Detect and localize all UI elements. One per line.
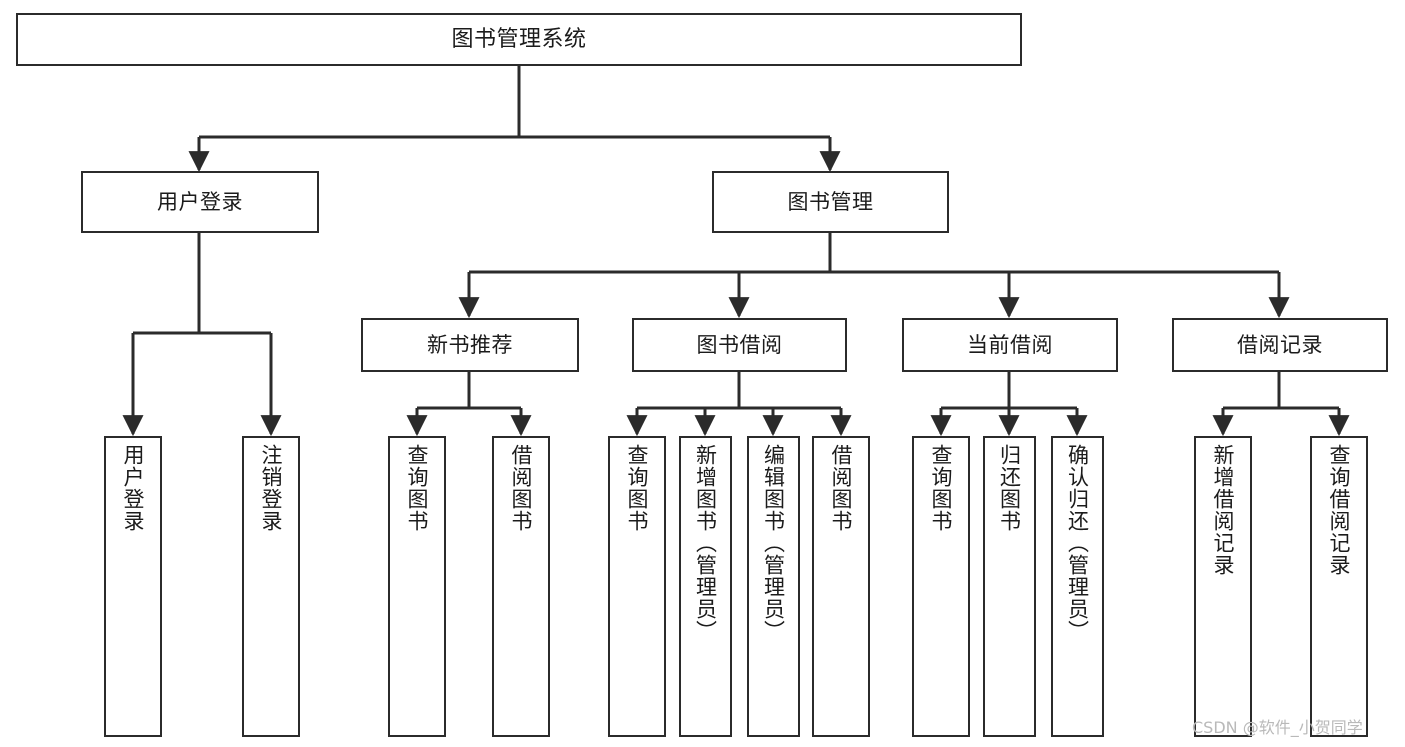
- leaf-user-login[interactable]: 用户登录: [104, 436, 162, 737]
- leaf-return-book-label: 归还图书: [997, 444, 1022, 532]
- leaf-query-borrow-record[interactable]: 查询借阅记录: [1310, 436, 1368, 737]
- leaf-borrow-book-label: 借阅图书: [829, 444, 854, 532]
- node-book-borrow-label: 图书借阅: [696, 332, 783, 357]
- leaf-query-book-recommend[interactable]: 查询图书: [388, 436, 446, 737]
- watermark-text: CSDN @软件_小贺同学: [1192, 718, 1363, 737]
- node-borrow-record[interactable]: 借阅记录: [1172, 318, 1388, 372]
- leaf-add-borrow-record[interactable]: 新增借阅记录: [1194, 436, 1252, 737]
- node-book-management-label: 图书管理: [787, 189, 874, 214]
- leaf-edit-book-admin-label: 编辑图书（管理员）: [761, 444, 786, 642]
- leaf-query-book-borrow-label: 查询图书: [625, 444, 650, 532]
- node-new-book-recommend[interactable]: 新书推荐: [361, 318, 579, 372]
- leaf-query-borrow-record-label: 查询借阅记录: [1327, 444, 1352, 576]
- leaf-confirm-return-admin[interactable]: 确认归还（管理员）: [1051, 436, 1104, 737]
- leaf-add-book-admin-label: 新增图书（管理员）: [693, 444, 718, 642]
- node-borrow-record-label: 借阅记录: [1237, 332, 1323, 357]
- leaf-borrow-book[interactable]: 借阅图书: [812, 436, 870, 737]
- leaf-borrow-book-recommend[interactable]: 借阅图书: [492, 436, 550, 737]
- node-new-book-recommend-label: 新书推荐: [427, 332, 513, 357]
- leaf-add-book-admin[interactable]: 新增图书（管理员）: [679, 436, 732, 737]
- leaf-query-book-borrow[interactable]: 查询图书: [608, 436, 666, 737]
- node-book-management[interactable]: 图书管理: [712, 171, 949, 233]
- node-book-borrow[interactable]: 图书借阅: [632, 318, 847, 372]
- leaf-confirm-return-admin-label: 确认归还（管理员）: [1065, 444, 1090, 642]
- leaf-query-book-recommend-label: 查询图书: [405, 444, 430, 532]
- leaf-edit-book-admin[interactable]: 编辑图书（管理员）: [747, 436, 800, 737]
- leaf-borrow-book-recommend-label: 借阅图书: [509, 444, 534, 532]
- leaf-query-book-current-label: 查询图书: [929, 444, 954, 532]
- leaf-query-book-current[interactable]: 查询图书: [912, 436, 970, 737]
- node-current-borrow-label: 当前借阅: [967, 332, 1053, 357]
- node-current-borrow[interactable]: 当前借阅: [902, 318, 1118, 372]
- node-user-login[interactable]: 用户登录: [81, 171, 319, 233]
- leaf-add-borrow-record-label: 新增借阅记录: [1211, 444, 1236, 576]
- leaf-return-book[interactable]: 归还图书: [983, 436, 1036, 737]
- leaf-logout-label: 注销登录: [259, 444, 284, 532]
- node-user-login-label: 用户登录: [157, 189, 243, 214]
- node-root-label: 图书管理系统: [451, 26, 587, 52]
- node-root[interactable]: 图书管理系统: [16, 13, 1022, 66]
- leaf-logout[interactable]: 注销登录: [242, 436, 300, 737]
- leaf-user-login-label: 用户登录: [121, 444, 146, 532]
